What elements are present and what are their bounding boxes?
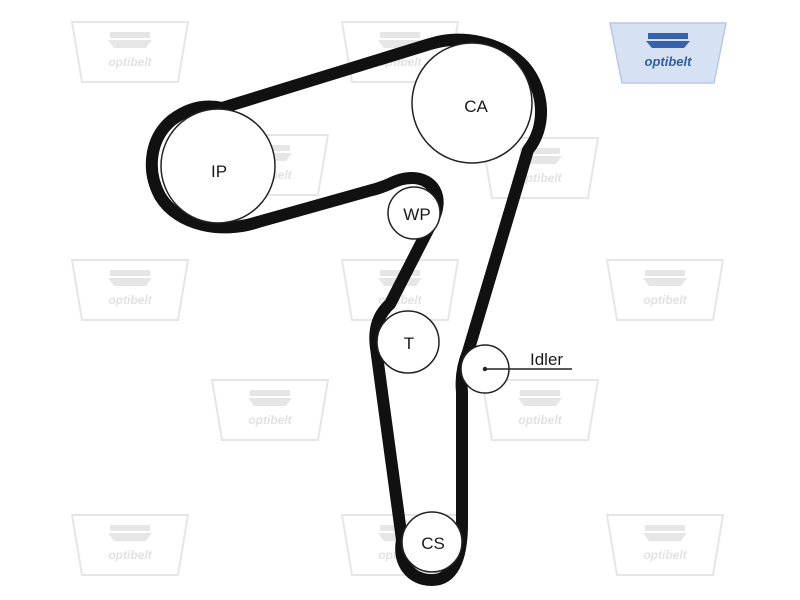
optibelt-logo: optibelt	[609, 22, 727, 84]
svg-text:optibelt: optibelt	[108, 293, 152, 307]
timing-belt	[145, 33, 547, 586]
optibelt-watermark: optibelt	[481, 137, 599, 199]
svg-text:optibelt: optibelt	[248, 413, 292, 427]
pulley-idler: Idler	[460, 344, 572, 394]
pulley-ca: CA	[411, 42, 533, 164]
pulley-ip: IP	[160, 108, 276, 224]
pulley-ca-label: CA	[464, 97, 488, 116]
svg-text:optibelt: optibelt	[108, 55, 152, 69]
pulley-cs: CS	[401, 511, 463, 573]
pulley-cs-label: CS	[421, 534, 445, 553]
optibelt-watermark: optibelt	[481, 379, 599, 441]
svg-text:optibelt: optibelt	[518, 171, 562, 185]
pulley-t: T	[376, 310, 440, 374]
optibelt-watermark: optibelt	[71, 514, 189, 576]
optibelt-watermark: optibelt	[606, 259, 724, 321]
pulley-ip-label: IP	[211, 162, 227, 181]
pulley-wp-label: WP	[403, 205, 430, 224]
svg-text:optibelt: optibelt	[643, 548, 687, 562]
pulley-t-label: T	[404, 334, 414, 353]
optibelt-watermark: optibelt	[71, 21, 189, 83]
pulley-wp: WP	[387, 186, 441, 240]
optibelt-watermark: optibelt	[211, 379, 329, 441]
svg-text:optibelt: optibelt	[518, 413, 562, 427]
optibelt-watermark: optibelt	[71, 259, 189, 321]
optibelt-watermark: optibelt	[606, 514, 724, 576]
pulley-idler-label: Idler	[530, 350, 563, 369]
optibelt-logo-text: optibelt	[645, 54, 693, 69]
svg-text:optibelt: optibelt	[108, 548, 152, 562]
svg-text:optibelt: optibelt	[643, 293, 687, 307]
